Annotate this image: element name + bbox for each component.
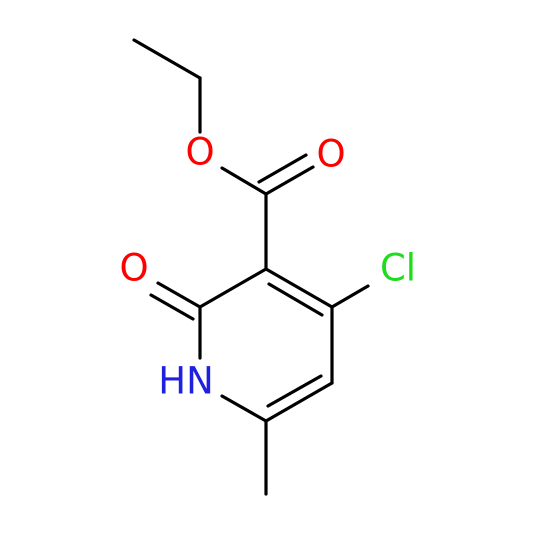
chlorine-label: Cl (380, 247, 416, 290)
ester-oxygen-label: O (185, 131, 214, 174)
bond-c4-cl (330, 284, 370, 309)
ring-carbonyl-oxygen-label: O (119, 247, 148, 290)
nitrogen-label: HN (158, 360, 214, 403)
bond-c2-o-double-1 (156, 281, 202, 309)
bond-c6-n (220, 394, 268, 423)
bond-c2-o-double-2 (149, 293, 195, 321)
bonds (132, 38, 370, 496)
bond-c5-c6-inner (266, 374, 323, 408)
bond-carbonyl-double-1 (264, 165, 315, 196)
bond-carbonyl-double-2 (257, 153, 308, 184)
atom-labels: O O O Cl HN (119, 131, 416, 403)
bond-c2-c3 (198, 267, 268, 309)
bond-c3-c4-inner (267, 282, 324, 317)
bond-ch3-ch2 (132, 38, 202, 80)
bond-o-carbonyl-c (220, 166, 268, 196)
bond-c5-c6 (264, 381, 334, 423)
carbonyl-oxygen-label: O (316, 133, 345, 176)
bond-c3-c4 (264, 267, 334, 309)
